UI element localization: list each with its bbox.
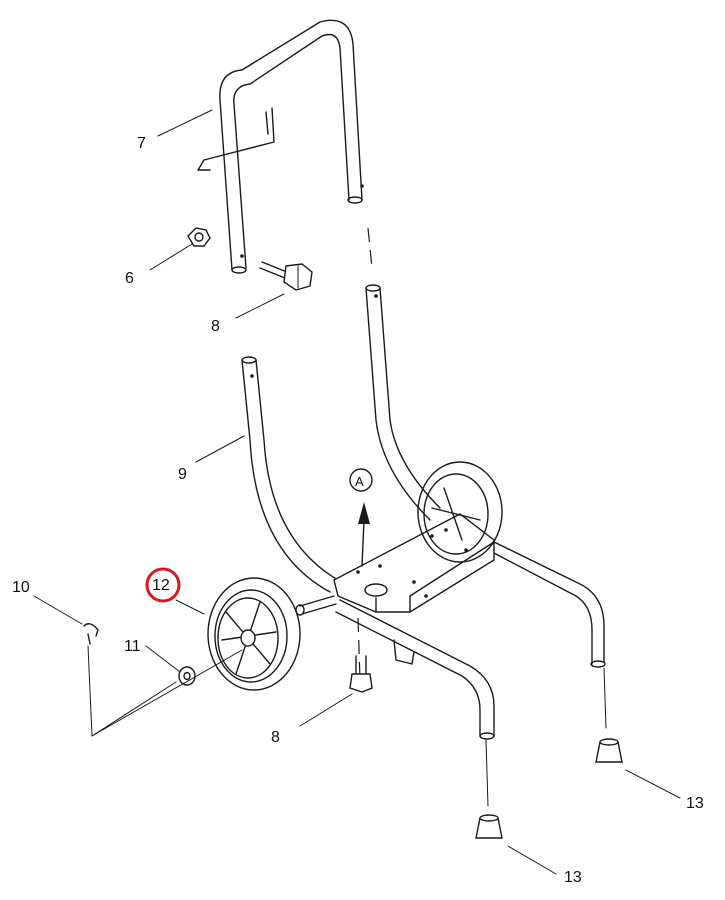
lower-frame <box>241 284 606 740</box>
washer <box>178 666 196 686</box>
leader-lines <box>33 109 681 875</box>
callout-7: 7 <box>137 135 146 152</box>
rubber-foot-right <box>595 738 623 763</box>
callout-11: 11 <box>124 638 141 655</box>
callout-12: 12 <box>152 577 170 594</box>
callout-a: A <box>355 474 364 489</box>
alignment-line <box>367 227 373 269</box>
view-arrow-a <box>349 468 373 567</box>
callout-9: 9 <box>178 466 187 483</box>
highlight-circle <box>145 567 181 603</box>
wheel-front <box>207 577 301 691</box>
callout-13-bottom: 13 <box>564 869 582 886</box>
bolt-upper <box>259 261 313 291</box>
alignment-line <box>603 667 607 729</box>
wheel-rear <box>417 461 503 563</box>
callout-8-upper: 8 <box>211 318 220 335</box>
callout-10: 10 <box>12 579 30 596</box>
alignment-line <box>357 617 361 681</box>
callout-6: 6 <box>125 270 134 287</box>
axle <box>295 595 337 616</box>
mounting-plate <box>333 513 495 665</box>
bolt-lower <box>349 655 373 693</box>
nut <box>187 227 211 247</box>
rubber-foot-front <box>475 814 503 839</box>
cotter-pin <box>83 623 99 645</box>
alignment-line <box>485 739 489 807</box>
upper-handle <box>197 19 364 274</box>
callout-13-right: 13 <box>686 795 704 812</box>
callout-8-lower: 8 <box>271 729 280 746</box>
